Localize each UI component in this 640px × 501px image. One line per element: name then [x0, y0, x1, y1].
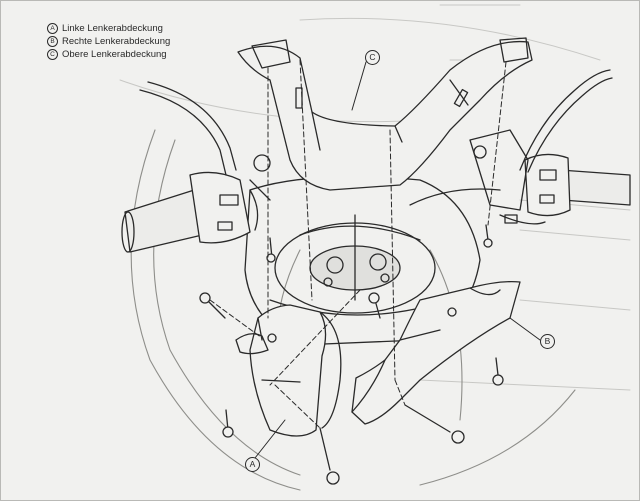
right-lower-cover: [352, 282, 520, 424]
screw-right-low: [405, 405, 464, 443]
screw-left-mid: [267, 238, 275, 262]
center-console: [245, 177, 480, 345]
screw-right-edge: [493, 358, 503, 385]
screw-left-low: [223, 410, 233, 437]
legend-label: Obere Lenkerabdeckung: [62, 49, 167, 60]
screws: [200, 225, 503, 484]
parts-legend: A Linke Lenkerabdeckung B Rechte Lenkera…: [47, 22, 170, 61]
legend-key: C: [47, 49, 58, 60]
screw-left-upper: [200, 293, 225, 318]
screw-right-top: [484, 225, 492, 247]
legend-key: B: [47, 36, 58, 47]
alignment-lines: [210, 60, 506, 428]
screw-center-mid: [369, 293, 380, 318]
legend-item-upper-cover: C Obere Lenkerabdeckung: [47, 48, 170, 61]
callout-leaders: [255, 62, 540, 458]
right-handlebar: [410, 70, 630, 224]
legend-key: A: [47, 23, 58, 34]
callout-a: A: [245, 457, 260, 472]
callout-c: C: [365, 50, 380, 65]
screw-center-low: [320, 428, 339, 484]
left-handlebar: [122, 82, 270, 252]
legend-item-left-cover: A Linke Lenkerabdeckung: [47, 22, 170, 35]
callout-b: B: [540, 334, 555, 349]
left-lower-cover: [236, 305, 341, 436]
legend-label: Rechte Lenkerabdeckung: [62, 36, 171, 47]
upper-handlebar-cover: [238, 38, 532, 190]
legend-label: Linke Lenkerabdeckung: [62, 23, 163, 34]
legend-item-right-cover: B Rechte Lenkerabdeckung: [47, 35, 170, 48]
